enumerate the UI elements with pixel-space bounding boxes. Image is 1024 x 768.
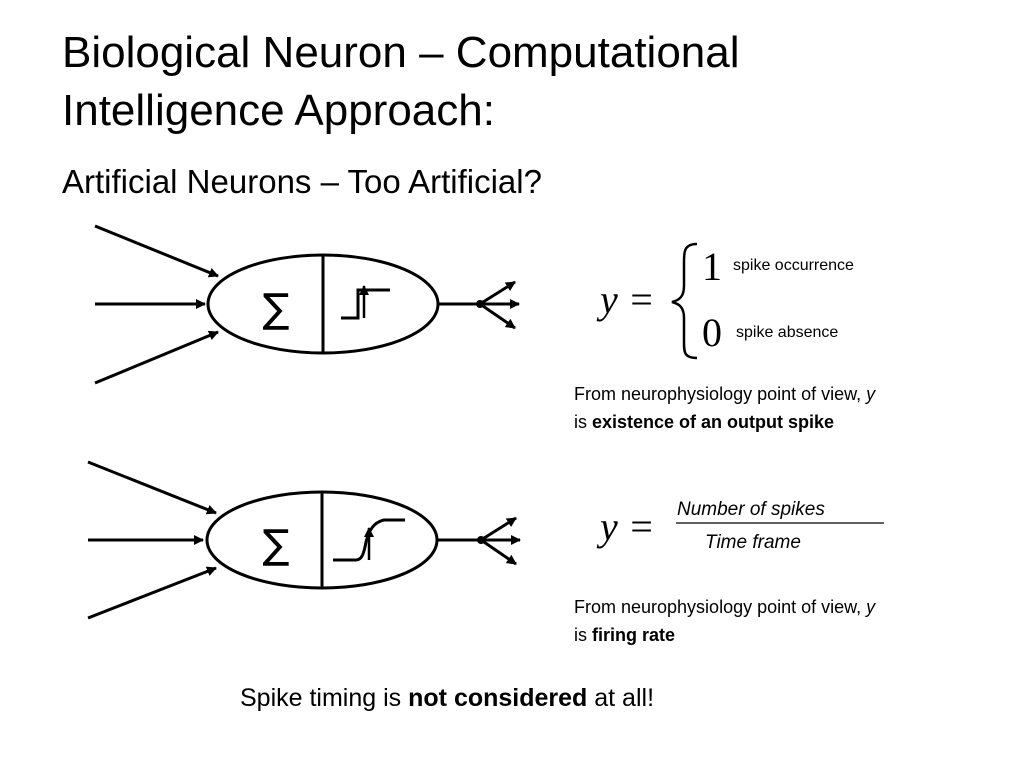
- equation-1-lhs: y =: [596, 277, 655, 322]
- equation-2-lhs: y =: [596, 504, 655, 549]
- neuron-2-sigmoid-function-icon: [333, 518, 405, 562]
- neuron-1: ∑: [94, 224, 520, 385]
- neuron-2-input-arrow-bottom: [87, 566, 217, 620]
- note-2-emphasis: firing rate: [592, 625, 676, 645]
- note-1-is: is: [574, 412, 592, 432]
- note-spike-existence: From neurophysiology point of view, y is…: [574, 380, 1004, 436]
- neuron-2-output-arrow-down: [480, 538, 517, 566]
- slide-title-line1: Biological Neuron – Computational: [62, 28, 740, 77]
- note-1-variable: y: [866, 384, 876, 404]
- equation-2-denominator: Time frame: [705, 532, 801, 553]
- footer-statement: Spike timing is not considered at all!: [240, 684, 654, 713]
- slide-title: Biological Neuron – Computational Intell…: [62, 24, 740, 140]
- note-firing-rate: From neurophysiology point of view, y is…: [574, 593, 1004, 649]
- neuron-2-output-arrow-up: [480, 516, 517, 542]
- equation-1-label-occurrence: spike occurrence: [733, 257, 854, 274]
- note-2-prefix: From neurophysiology point of view,: [574, 597, 867, 617]
- neuron-1-input-arrow-top: [94, 224, 219, 278]
- neuron-2-sum-symbol: ∑: [263, 522, 290, 568]
- neuron-2: ∑: [87, 460, 521, 620]
- note-2-variable: y: [866, 597, 876, 617]
- footer-emphasis: not considered: [408, 684, 588, 712]
- slide-subtitle: Artificial Neurons – Too Artificial?: [62, 163, 542, 200]
- neuron-1-sum-symbol: ∑: [263, 286, 290, 332]
- neuron-2-input-arrow-top: [87, 460, 217, 515]
- equation-2-numerator: Number of spikes: [677, 499, 825, 520]
- footer-suffix: at all!: [587, 684, 655, 712]
- equation-spike-existence: y = 1 spike occurrence 0 spike absence: [596, 242, 854, 360]
- note-2-is: is: [574, 625, 592, 645]
- equation-1-value-one: 1: [702, 244, 722, 289]
- equation-1-value-zero: 0: [702, 310, 722, 355]
- note-1-prefix: From neurophysiology point of view,: [574, 384, 867, 404]
- neuron-1-input-arrow-bottom: [94, 330, 219, 385]
- slide-title-line2: Intelligence Approach:: [62, 86, 495, 135]
- footer-prefix: Spike timing is: [240, 684, 409, 712]
- neuron-1-output-arrow-down: [479, 302, 516, 330]
- equation-1-label-absence: spike absence: [736, 324, 838, 341]
- neuron-1-step-function-icon: [341, 288, 390, 320]
- neuron-1-output-arrow-up: [479, 280, 516, 306]
- equation-firing-rate: y = Number of spikes Time frame: [596, 499, 884, 553]
- equation-1-brace: [671, 242, 698, 360]
- note-1-emphasis: existence of an output spike: [592, 412, 835, 432]
